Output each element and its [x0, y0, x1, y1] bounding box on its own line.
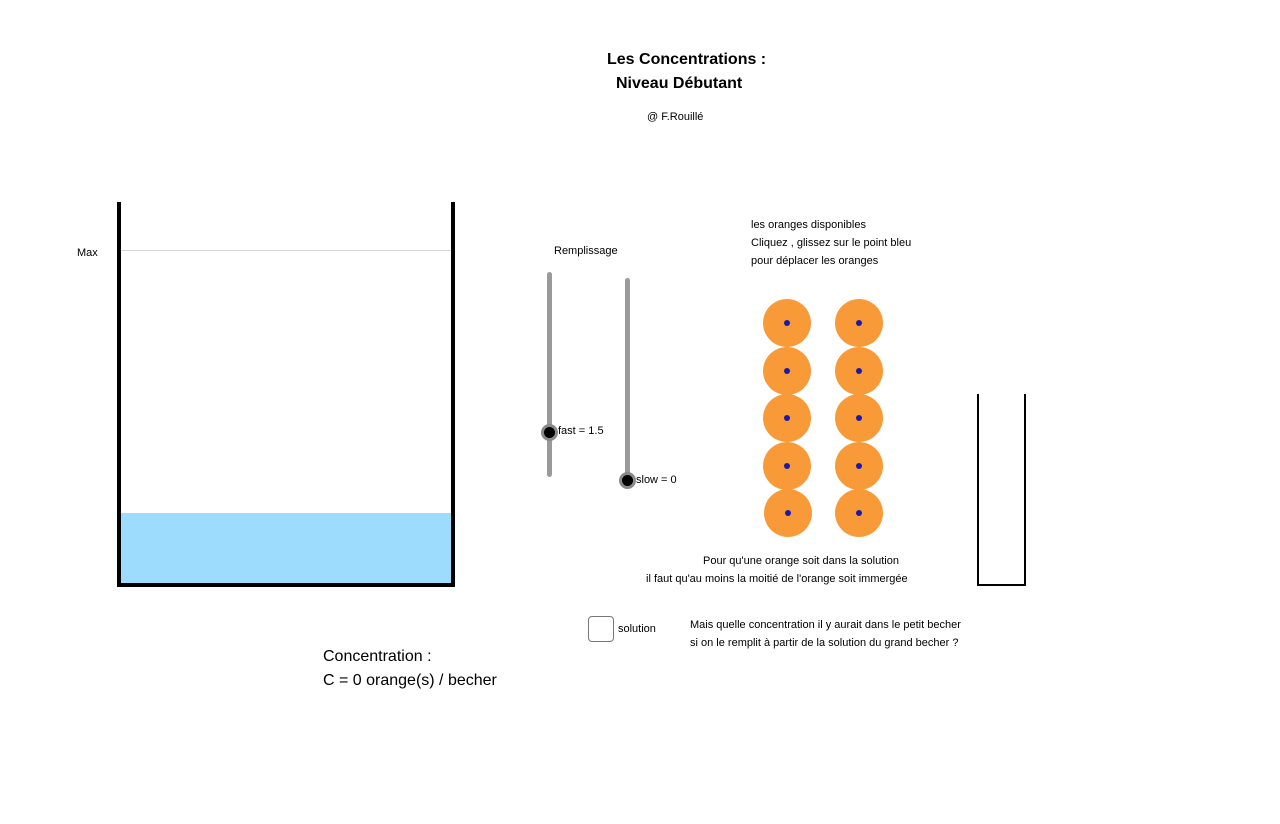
fast-slider-handle[interactable]	[541, 424, 558, 441]
orange[interactable]	[835, 442, 883, 490]
big-beaker-left-wall	[117, 202, 121, 587]
big-beaker-right-wall	[451, 202, 455, 587]
rule-line1: Pour qu'une orange soit dans la solution	[703, 555, 899, 567]
orange-drag-handle[interactable]	[856, 463, 862, 469]
small-beaker-bottom	[977, 584, 1026, 586]
orange-drag-handle[interactable]	[856, 368, 862, 374]
fast-slider-value: fast = 1.5	[558, 425, 604, 437]
rule-line2: il faut qu'au moins la moitié de l'orang…	[646, 573, 908, 585]
question-line2: si on le remplit à partir de la solution…	[690, 637, 959, 649]
orange[interactable]	[835, 394, 883, 442]
instructions-line2: Cliquez , glissez sur le point bleu	[751, 237, 912, 249]
max-label: Max	[77, 247, 98, 259]
page-title: Les Concentrations :	[607, 51, 767, 68]
remplissage-label: Remplissage	[554, 245, 618, 257]
orange[interactable]	[763, 442, 811, 490]
big-beaker-bottom	[117, 583, 455, 587]
orange-drag-handle[interactable]	[856, 320, 862, 326]
orange[interactable]	[764, 489, 812, 537]
orange[interactable]	[835, 299, 883, 347]
instructions-line1: les oranges disponibles	[751, 219, 866, 231]
instructions-line3: pour déplacer les oranges	[751, 255, 879, 267]
slow-slider-handle[interactable]	[619, 472, 636, 489]
orange-drag-handle[interactable]	[784, 463, 790, 469]
fast-slider-track[interactable]	[547, 272, 552, 477]
slow-slider-value: slow = 0	[636, 474, 677, 486]
orange[interactable]	[763, 347, 811, 395]
orange-drag-handle[interactable]	[856, 510, 862, 516]
solution-checkbox[interactable]	[588, 616, 614, 642]
question-line1: Mais quelle concentration il y aurait da…	[690, 619, 961, 631]
small-beaker-left-wall	[977, 394, 979, 586]
orange[interactable]	[763, 299, 811, 347]
solution-checkbox-label: solution	[618, 623, 656, 635]
water-solution	[121, 513, 451, 583]
author-credit: @ F.Rouillé	[647, 111, 704, 123]
orange-drag-handle[interactable]	[784, 368, 790, 374]
slow-slider-track[interactable]	[625, 278, 630, 484]
page-subtitle: Niveau Débutant	[616, 75, 743, 92]
orange-drag-handle[interactable]	[856, 415, 862, 421]
orange[interactable]	[835, 489, 883, 537]
orange-drag-handle[interactable]	[784, 320, 790, 326]
orange-drag-handle[interactable]	[785, 510, 791, 516]
small-beaker-right-wall	[1024, 394, 1026, 586]
concentration-label: Concentration :	[323, 648, 432, 665]
orange-drag-handle[interactable]	[784, 415, 790, 421]
concentration-value: C = 0 orange(s) / becher	[323, 672, 497, 689]
orange[interactable]	[835, 347, 883, 395]
orange[interactable]	[763, 394, 811, 442]
max-level-line	[121, 250, 451, 251]
